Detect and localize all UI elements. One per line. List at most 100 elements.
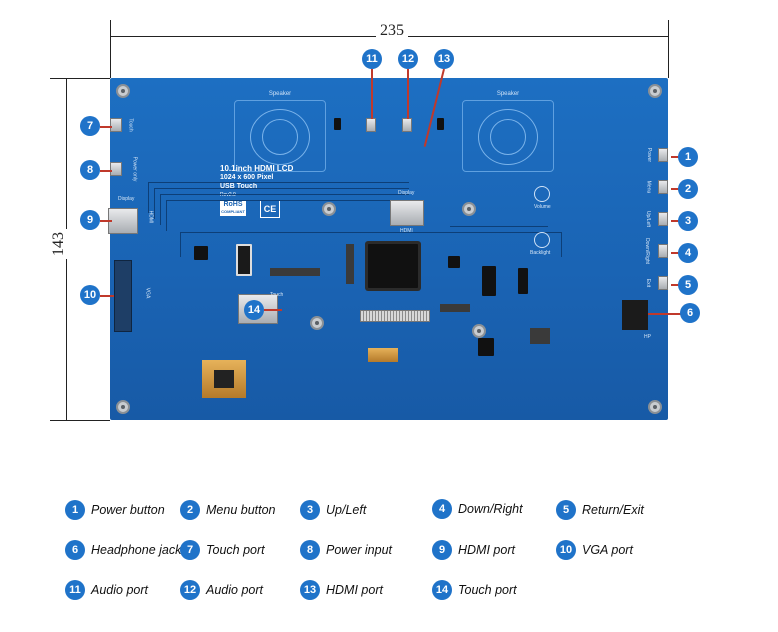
signal-trace <box>154 188 409 219</box>
up-left-button-tag: Up/Left <box>645 210 652 228</box>
main-scaler-ic <box>368 244 418 288</box>
display-tag-center: Display <box>398 190 415 196</box>
power-only-tag: Power only <box>131 156 138 182</box>
height-label: 143 <box>50 229 68 259</box>
touch-tag-center: Touch <box>270 292 284 298</box>
backlight-tag: Backlight <box>530 250 551 256</box>
leader-line <box>648 313 684 315</box>
volume-button-pad <box>534 186 550 202</box>
fpc-contacts <box>368 348 398 362</box>
mount-hole <box>648 84 662 98</box>
marker-5: 5 <box>678 275 698 295</box>
fpc-connector <box>360 310 430 322</box>
hp-tag: HP <box>644 334 651 340</box>
vga-port <box>114 260 132 332</box>
smd-components <box>440 304 470 312</box>
power-micro-usb-port <box>110 162 122 176</box>
hdmi-port-center <box>390 200 424 226</box>
leader-line <box>100 295 114 297</box>
width-label: 235 <box>376 22 408 40</box>
mount-hole <box>116 400 130 414</box>
exit-button-tag: Exit <box>645 278 652 288</box>
leader-line <box>100 126 112 128</box>
volume-tag: Volume <box>534 204 551 210</box>
marker-6: 6 <box>680 303 700 323</box>
marker-8: 8 <box>80 160 100 180</box>
hdmi-port-left <box>108 208 138 234</box>
marker-3: 3 <box>678 211 698 231</box>
ic-chip <box>518 268 528 294</box>
up-left-button <box>658 212 668 226</box>
leader-line <box>264 309 282 311</box>
touch-tag: Touch <box>127 118 134 132</box>
speaker-left: Speaker <box>234 91 326 172</box>
hdmi-tag-center: HDMI <box>400 228 413 234</box>
vga-tag: VGA <box>144 287 151 299</box>
signal-trace <box>180 232 562 257</box>
down-right-button <box>658 244 668 258</box>
board-title: 10.1inch HDMI LCD 1024 x 600 Pixel USB T… <box>220 164 294 198</box>
rohs-logo: RoHS COMPLIANT <box>220 200 246 216</box>
speaker-right: Speaker <box>462 91 554 172</box>
signal-trace <box>160 194 409 225</box>
marker-9: 9 <box>80 210 100 230</box>
ic-chip <box>437 118 444 130</box>
hdmi-tag-left: HDMI <box>147 210 154 224</box>
marker-7: 7 <box>80 116 100 136</box>
marker-1: 1 <box>678 147 698 167</box>
smd-components <box>530 328 550 344</box>
power-button <box>658 148 668 162</box>
leader-line <box>100 220 112 222</box>
marker-10: 10 <box>80 285 100 305</box>
backlight-button-pad <box>534 232 550 248</box>
lcd-driver-board: Speaker Speaker 10.1inch HDMI LCD 1024 x… <box>108 78 668 420</box>
signal-trace <box>450 226 548 229</box>
smd-components <box>270 268 320 276</box>
marker-14: 14 <box>244 300 264 320</box>
marker-2: 2 <box>678 179 698 199</box>
exit-button <box>658 276 668 290</box>
down-right-button-tag: Down/Right <box>643 238 650 264</box>
leader-line <box>407 69 409 119</box>
mount-hole <box>116 84 130 98</box>
ic-chip <box>478 338 494 356</box>
signal-trace <box>166 200 409 231</box>
marker-11: 11 <box>362 49 382 69</box>
audio-port-2 <box>402 118 412 132</box>
headphone-jack <box>622 300 648 330</box>
marker-4: 4 <box>678 243 698 263</box>
marker-13: 13 <box>434 49 454 69</box>
touch-flex-pad <box>202 360 246 398</box>
mount-hole <box>648 400 662 414</box>
leader-line <box>100 170 112 172</box>
audio-port-1 <box>366 118 376 132</box>
menu-button <box>658 180 668 194</box>
display-tag-left: Display <box>118 196 135 202</box>
signal-trace <box>148 182 409 213</box>
ic-chip <box>448 256 460 268</box>
mount-hole <box>322 202 336 216</box>
ic-chip <box>194 246 208 260</box>
marker-12: 12 <box>398 49 418 69</box>
mount-hole <box>462 202 476 216</box>
leader-line <box>371 69 373 119</box>
menu-button-tag: Menu <box>645 180 652 194</box>
touch-micro-usb-port <box>110 118 122 132</box>
power-button-tag: Power <box>646 147 653 163</box>
ic-chip <box>482 266 496 296</box>
smd-components <box>346 244 354 284</box>
